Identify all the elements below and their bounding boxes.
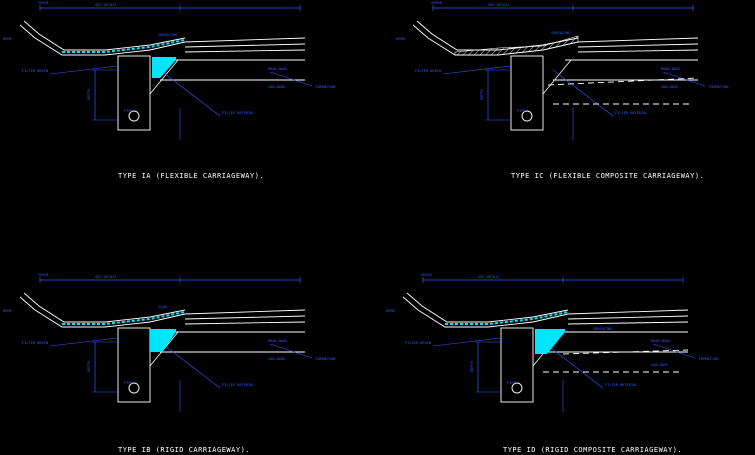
label-pipe: PIPE bbox=[124, 381, 133, 385]
filter-material-fill bbox=[152, 57, 176, 78]
label-surfacing: SURFACING bbox=[158, 33, 177, 37]
label-slab: SLAB bbox=[158, 305, 167, 309]
label-formation: FORMATION bbox=[699, 357, 718, 361]
label-surfacing: SURFACING bbox=[593, 327, 612, 331]
label-filter-drain: FILTER DRAIN bbox=[415, 69, 441, 73]
label-width: SEE DETAIL bbox=[478, 275, 500, 279]
label-surfacing: SURFACING bbox=[551, 31, 570, 35]
label-depth: DEPTH bbox=[87, 361, 91, 372]
label-road-base: ROAD BASE bbox=[651, 339, 670, 343]
caption-type-ic: TYPE IC (FLEXIBLE COMPOSITE CARRIAGEWAY)… bbox=[511, 172, 704, 180]
panel-type-ib: VERGE SEE DETAIL KERB FILTER DRAIN SLAB … bbox=[3, 273, 335, 454]
label-filter-material: FILTER MATERIAL bbox=[605, 383, 637, 387]
panel-type-ia: VERGE SEE DETAIL KERB FILTER DRAIN SURFA… bbox=[3, 1, 335, 180]
caption-type-ia: TYPE IA (FLEXIBLE CARRIAGEWAY). bbox=[118, 172, 264, 180]
caption-type-id: TYPE ID (RIGID COMPOSITE CARRIAGEWAY). bbox=[503, 446, 682, 454]
label-road-base: ROAD BASE bbox=[268, 339, 287, 343]
label-sub-base: SUB-BASE bbox=[268, 357, 285, 361]
kerb-blocks bbox=[445, 311, 569, 325]
label-formation: FORMATION bbox=[316, 357, 335, 361]
kerb-blocks bbox=[62, 39, 186, 53]
dashed-layer bbox=[547, 77, 699, 86]
caption-type-ib: TYPE IB (RIGID CARRIAGEWAY). bbox=[118, 446, 250, 454]
kerb-blocks bbox=[62, 311, 186, 325]
dashed-layer bbox=[562, 349, 689, 355]
label-verge: VERGE bbox=[421, 273, 432, 277]
label-sub-base: SUB-BASE bbox=[651, 363, 668, 367]
filter-material-fill bbox=[535, 329, 565, 354]
label-verge: VERGE bbox=[431, 1, 442, 5]
hatched-layer bbox=[454, 35, 579, 56]
panel-type-ic: VERGE SEE DETAIL KERB FILTER DRAIN SURFA… bbox=[396, 1, 728, 180]
label-kerb: KERB bbox=[3, 309, 12, 313]
label-pipe: PIPE bbox=[517, 109, 526, 113]
label-kerb: KERB bbox=[386, 309, 395, 313]
label-pipe: PIPE bbox=[507, 381, 516, 385]
label-kerb: KERB bbox=[3, 37, 12, 41]
label-filter-material: FILTER MATERIAL bbox=[615, 111, 647, 115]
label-filter-drain: FILTER DRAIN bbox=[22, 341, 48, 345]
label-road-base: ROAD BASE bbox=[268, 67, 287, 71]
label-kerb: KERB bbox=[396, 37, 405, 41]
label-filter-material: FILTER MATERIAL bbox=[222, 111, 254, 115]
label-pipe: PIPE bbox=[124, 109, 133, 113]
label-filter-material: FILTER MATERIAL bbox=[222, 383, 254, 387]
label-sub-base: SUB-BASE bbox=[661, 85, 678, 89]
label-verge: VERGE bbox=[38, 273, 49, 277]
label-width: SEE DETAIL bbox=[95, 3, 117, 7]
label-road-base: ROAD BASE bbox=[661, 67, 680, 71]
panel-type-id: VERGE SEE DETAIL KERB FILTER DRAIN SURFA… bbox=[386, 273, 718, 454]
label-filter-drain: FILTER DRAIN bbox=[405, 341, 431, 345]
label-depth: DEPTH bbox=[87, 89, 91, 100]
filter-material-fill bbox=[150, 329, 176, 352]
label-width: SEE DETAIL bbox=[488, 3, 510, 7]
label-sub-base: SUB-BASE bbox=[268, 85, 285, 89]
label-verge: VERGE bbox=[38, 1, 49, 5]
label-filter-drain: FILTER DRAIN bbox=[22, 69, 48, 73]
label-formation: FORMATION bbox=[316, 85, 335, 89]
label-formation: FORMATION bbox=[709, 85, 728, 89]
label-width: SEE DETAIL bbox=[95, 275, 117, 279]
label-depth: DEPTH bbox=[480, 89, 484, 100]
label-depth: DEPTH bbox=[470, 361, 474, 372]
